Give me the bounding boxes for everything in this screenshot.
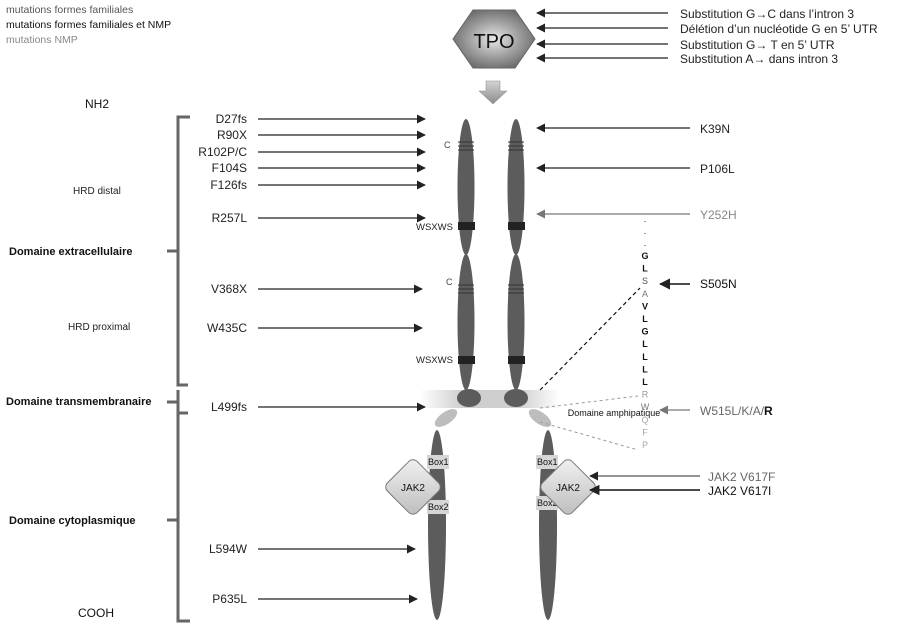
- binding-arrow-icon: [479, 81, 507, 104]
- box1-right-label: Box1: [537, 457, 558, 467]
- sequence-residue: L: [642, 364, 648, 374]
- box2-left-label: Box2: [428, 502, 449, 512]
- sequence-residue: F: [642, 427, 648, 437]
- mutation-d27fs: D27fs: [216, 112, 247, 126]
- jak2-right-label: JAK2: [556, 483, 580, 494]
- sequence-residue: P: [642, 440, 648, 450]
- mutation-jak2-v617f: JAK2 V617F: [708, 470, 775, 484]
- tpo-mutation-1: Substitution G→C dans l’intron 3: [680, 7, 854, 21]
- box1-left-label: Box1: [428, 457, 449, 467]
- mutation-r102pc: R102P/C: [198, 145, 247, 159]
- mutation-w435c: W435C: [207, 321, 247, 335]
- jak2-left-label: JAK2: [401, 483, 425, 494]
- domain-brackets: [167, 117, 190, 621]
- tpo-mutation-3: Substitution G→ T en 5’ UTR: [680, 38, 835, 52]
- hrd-distal-label: HRD distal: [73, 186, 121, 197]
- left-transmembrane-segment: [457, 389, 481, 407]
- c-terminus: COOH: [78, 606, 114, 620]
- tpo-label: TPO: [473, 31, 514, 53]
- mutation-r257l: R257L: [212, 211, 248, 225]
- sequence-residue: L: [642, 339, 648, 349]
- sequence-dot: .: [644, 238, 647, 248]
- sequence-residue: L: [642, 352, 648, 362]
- transmembrane-domain-label: Domaine transmembranaire: [6, 396, 152, 408]
- legend-familial-nmp: mutations formes familiales et NMP: [6, 19, 171, 31]
- mutation-jak2-v617i: JAK2 V617I: [708, 484, 771, 498]
- cysteine-label-distal: C: [444, 140, 451, 150]
- tpo-mutation-2: Délétion d’un nucléotide G en 5’ UTR: [680, 22, 878, 36]
- left-amphipathic-segment: [432, 406, 460, 431]
- sequence-residue: L: [642, 377, 648, 387]
- hrd-proximal-label: HRD proximal: [68, 322, 130, 333]
- legend-nmp: mutations NMP: [6, 34, 78, 46]
- cell-membrane: [420, 390, 560, 408]
- wsxws-band-right-proximal: [508, 356, 525, 364]
- sequence-residue: Q: [641, 415, 648, 425]
- sequence-zoom-line: [540, 288, 640, 390]
- sequence-dot: .: [644, 214, 647, 224]
- mutation-l594w: L594W: [209, 542, 248, 556]
- mutation-y252h: Y252H: [700, 208, 737, 222]
- right-amphipathic-segment: [526, 406, 554, 431]
- right-transmembrane-segment: [504, 389, 528, 407]
- cysteine-label-proximal: C: [446, 277, 453, 287]
- sequence-residue: W: [641, 402, 650, 412]
- right-chain-proximal-hrd: [508, 254, 525, 390]
- extracellular-bracket: [178, 117, 190, 385]
- mutation-p106l: P106L: [700, 162, 735, 176]
- mutation-f126fs: F126fs: [210, 178, 247, 192]
- wsxws-band-left-proximal: [458, 356, 475, 364]
- legend-familial: mutations formes familiales: [6, 4, 133, 16]
- tpo-mutation-4: Substitution A→ dans intron 3: [680, 52, 838, 66]
- right-chain-distal-hrd: [508, 119, 525, 255]
- sequence-dot: .: [644, 226, 647, 236]
- wsxws-band-left-distal: [458, 222, 475, 230]
- mutation-f104s: F104S: [212, 161, 247, 175]
- sequence-residue: V: [642, 301, 648, 311]
- sequence-residue: G: [641, 251, 648, 261]
- sequence-residue: L: [642, 314, 648, 324]
- sequence-residue: R: [642, 390, 649, 400]
- left-mutation-arrows: [258, 119, 425, 599]
- cytoplasmic-bracket: [178, 413, 190, 621]
- amphipathic-zoom-line-bottom: [540, 422, 638, 450]
- left-chain-proximal-hrd: [458, 254, 475, 390]
- n-terminus: NH2: [85, 97, 109, 111]
- mutation-r90x: R90X: [217, 128, 247, 142]
- mutation-k39n: K39N: [700, 122, 730, 136]
- wsxws-band-right-distal: [508, 222, 525, 230]
- mutation-p635l: P635L: [212, 592, 247, 606]
- extracellular-domain-label: Domaine extracellulaire: [9, 246, 133, 258]
- mutation-l499fs: L499fs: [211, 400, 247, 414]
- left-chain-distal-hrd: [458, 119, 475, 255]
- sequence-residue: G: [641, 327, 648, 337]
- sequence-residue: A: [642, 289, 648, 299]
- mutation-s505n: S505N: [700, 277, 737, 291]
- wsxws-label-proximal: WSXWS: [416, 355, 453, 366]
- sequence-residue: L: [642, 264, 648, 274]
- mutation-w515: W515L/K/A/R: [700, 404, 773, 418]
- wsxws-label-distal: WSXWS: [416, 222, 453, 233]
- left-mutation-labels: D27fs R90X R102P/C F104S F126fs R257L V3…: [198, 112, 247, 606]
- mutation-v368x: V368X: [211, 282, 247, 296]
- cytoplasmic-domain-label: Domaine cytoplasmique: [9, 515, 136, 527]
- sequence-residue: S: [642, 276, 648, 286]
